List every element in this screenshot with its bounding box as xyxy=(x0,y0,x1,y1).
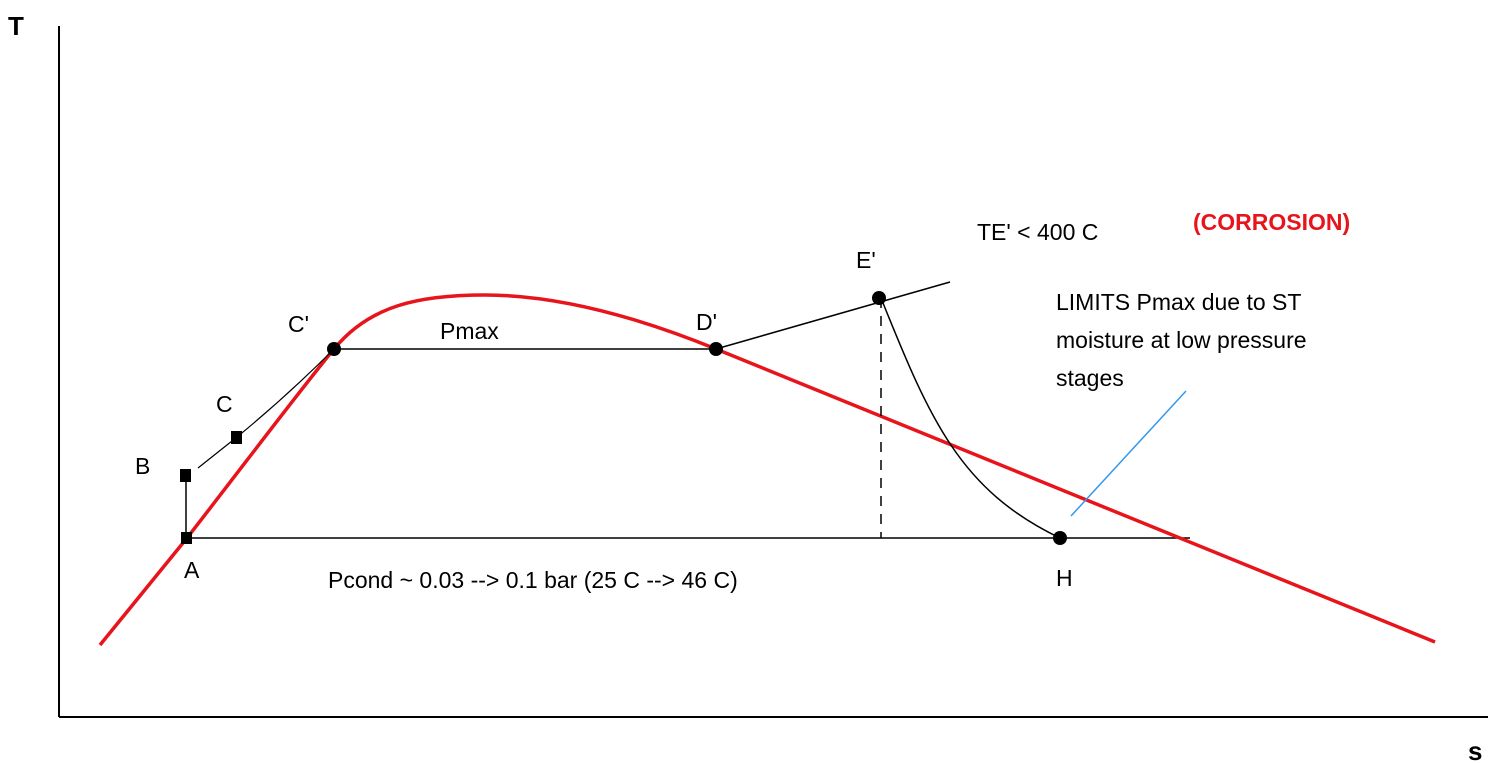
point-e-prime-label: E' xyxy=(856,247,876,273)
point-h-marker xyxy=(1053,531,1067,545)
point-c-prime-marker xyxy=(327,342,341,356)
point-b-marker xyxy=(180,469,191,482)
point-h-label: H xyxy=(1056,565,1073,591)
heating-line-c-c-prime xyxy=(236,348,335,438)
y-axis-label: T xyxy=(8,11,24,41)
heating-line-b-c xyxy=(197,436,238,469)
expansion-curve xyxy=(880,297,1061,539)
x-axis-label: s xyxy=(1468,736,1482,763)
superheat-line xyxy=(715,281,951,350)
te-limit-label: TE' < 400 C xyxy=(977,219,1098,245)
point-c-label: C xyxy=(216,391,233,417)
pmax-label: Pmax xyxy=(440,318,499,344)
limits-label-line2: moisture at low pressure xyxy=(1056,327,1307,353)
point-b-label: B xyxy=(135,453,150,479)
saturation-curve xyxy=(98,293,1436,647)
point-a-label: A xyxy=(184,557,200,583)
corrosion-label: (CORROSION) xyxy=(1193,209,1350,235)
point-a-marker xyxy=(181,532,192,544)
limits-label-line1: LIMITS Pmax due to ST xyxy=(1056,289,1301,315)
point-c-marker xyxy=(231,431,242,444)
point-d-prime-label: D' xyxy=(696,309,717,335)
leader-line xyxy=(1070,390,1187,517)
point-e-prime-marker xyxy=(872,291,886,305)
limits-label-line3: stages xyxy=(1056,365,1124,391)
point-d-prime-marker xyxy=(709,342,723,356)
pcond-label: Pcond ~ 0.03 --> 0.1 bar (25 C --> 46 C) xyxy=(328,567,738,593)
point-c-prime-label: C' xyxy=(288,311,309,337)
